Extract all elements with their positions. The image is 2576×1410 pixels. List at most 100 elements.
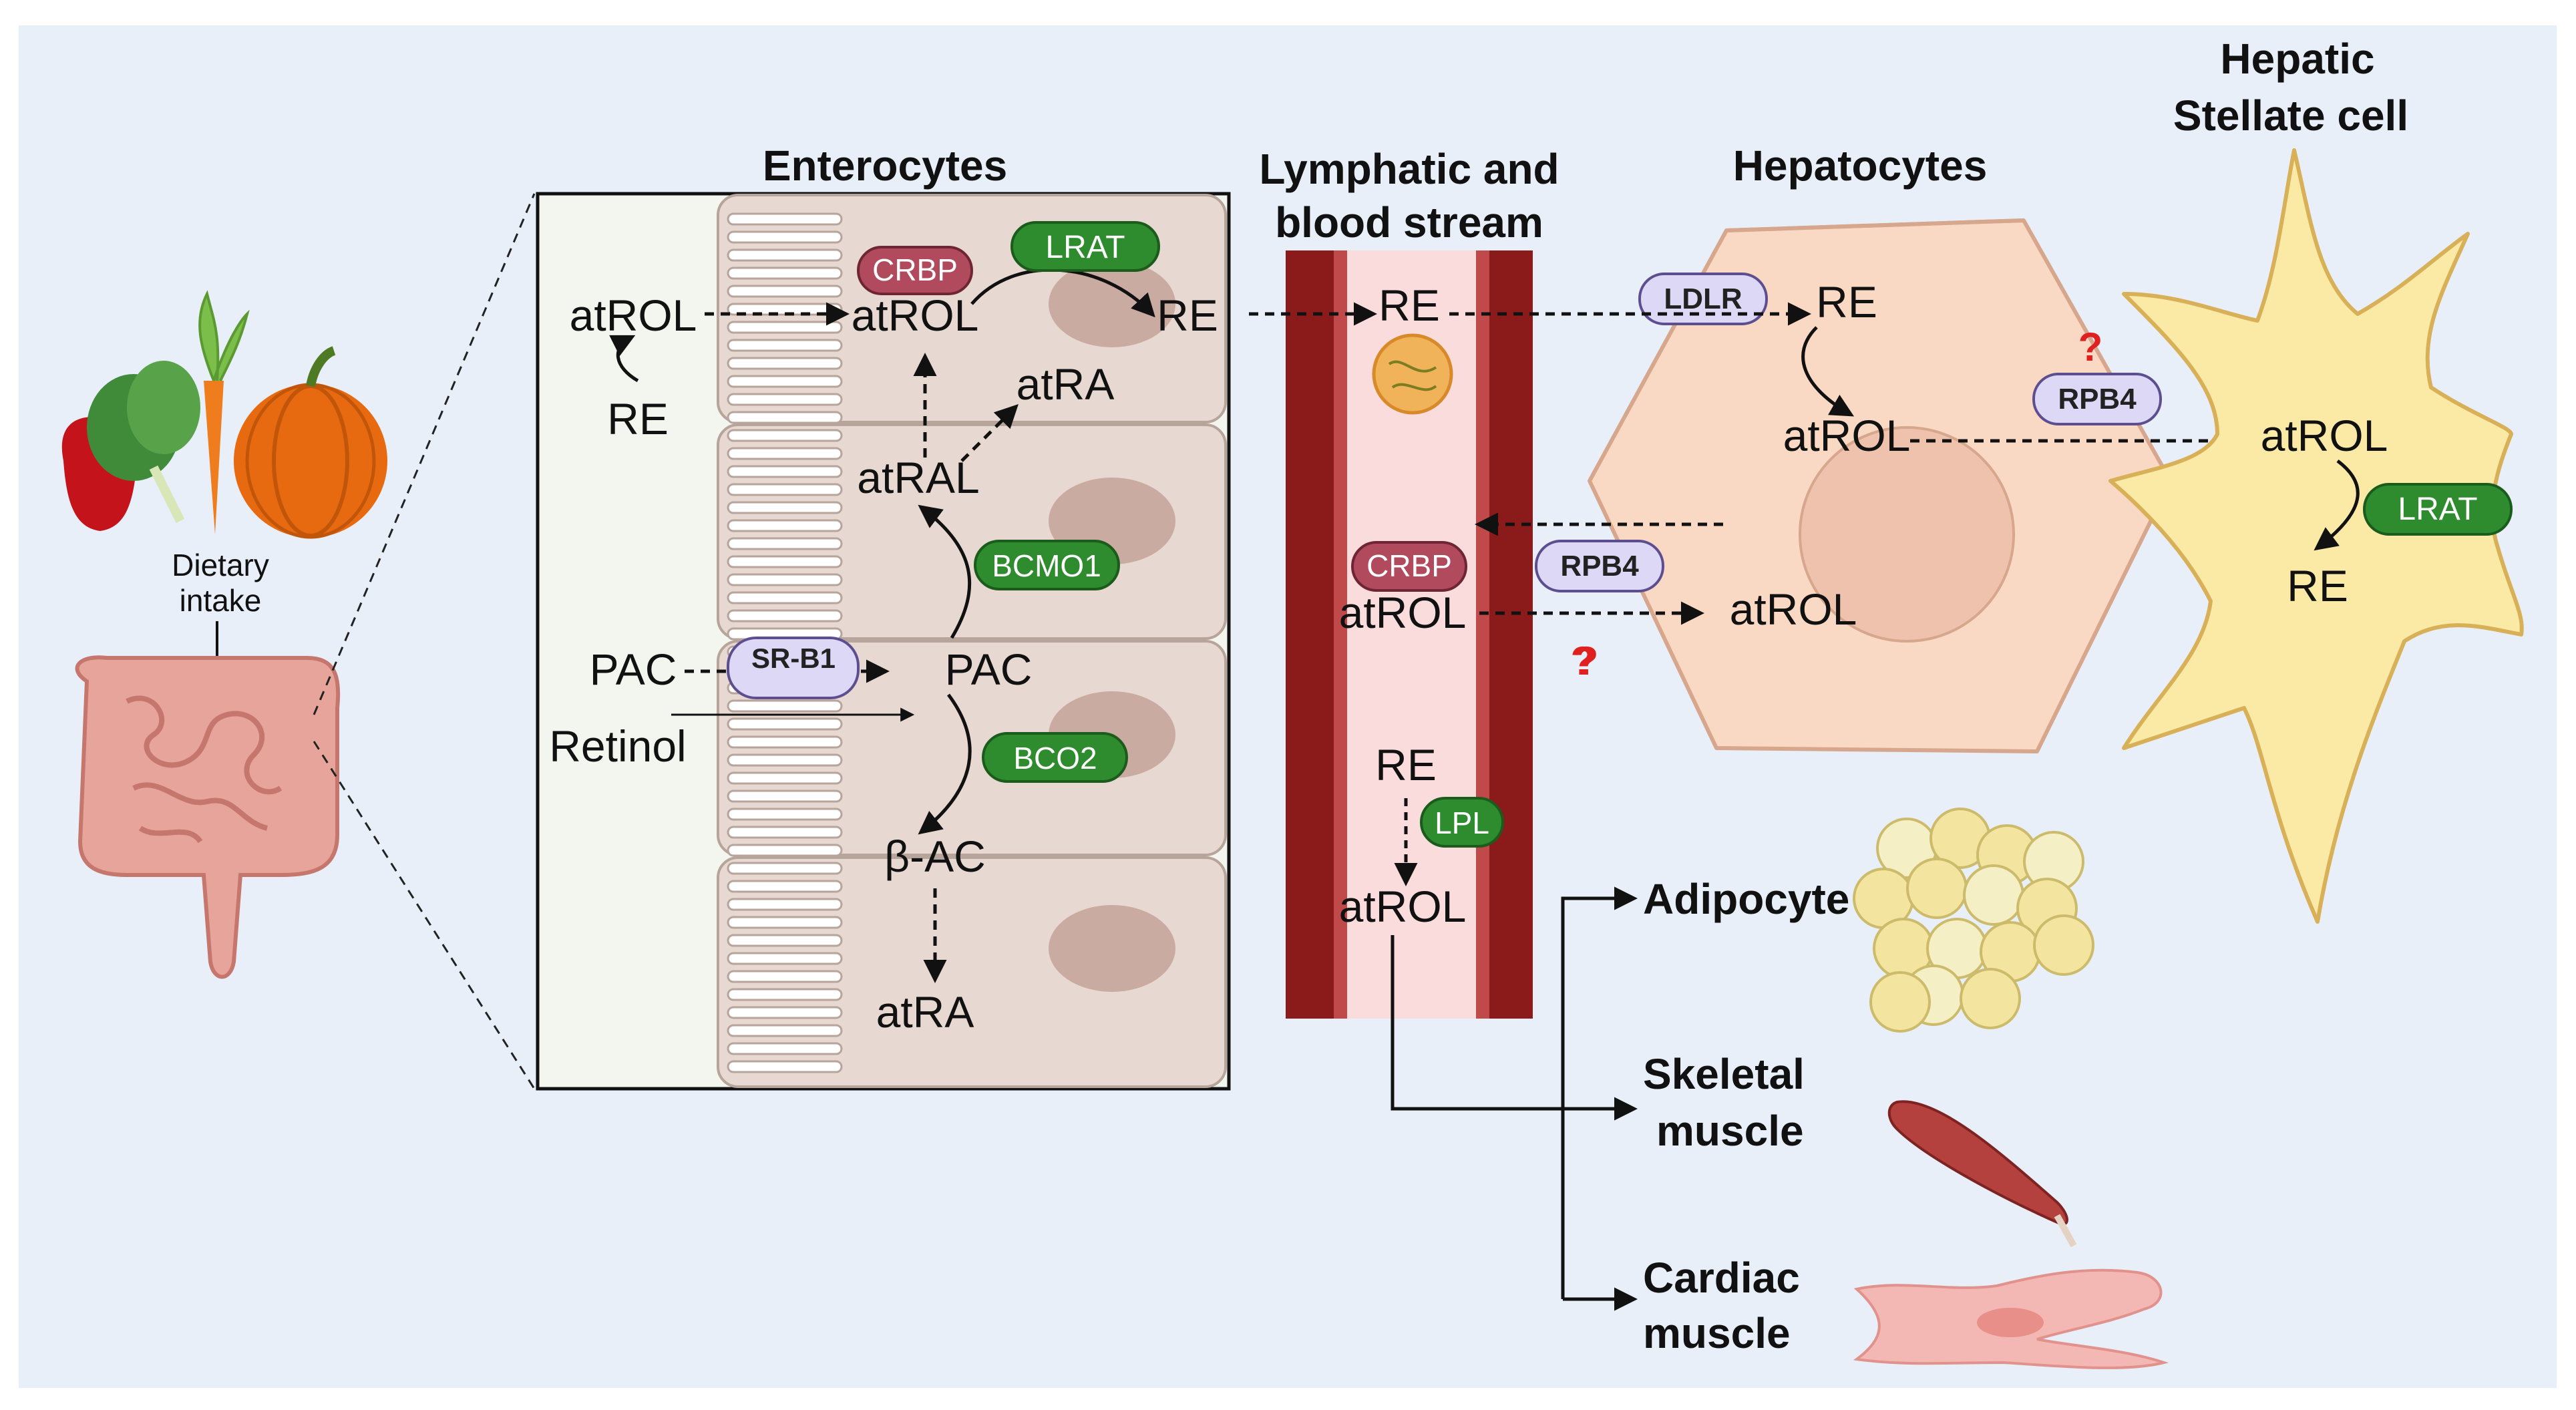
svg-text:RPB4: RPB4 <box>1560 550 1639 582</box>
microvillus <box>727 1060 843 1073</box>
microvillus <box>727 501 843 514</box>
retinol-label: Retinol <box>549 721 686 771</box>
question-mark-stellate: ? <box>2078 325 2103 369</box>
dietary-intake-group: Dietary intake <box>61 290 387 979</box>
microvillus <box>727 880 843 893</box>
lrat-badge-stellate: LRAT <box>2363 483 2513 536</box>
stream-atrol-bottom: atROL <box>1339 882 1467 931</box>
microvillus <box>727 934 843 947</box>
microvillus <box>727 753 843 767</box>
stellate-title-line2: Stellate cell <box>2173 92 2408 140</box>
microvillus <box>727 1042 843 1055</box>
microvillus <box>727 898 843 911</box>
microvillus <box>727 393 843 406</box>
bcmo1-badge: BCMO1 <box>974 540 1120 590</box>
chylomicron-icon <box>1372 333 1453 415</box>
microvillus <box>727 573 843 586</box>
svg-text:BCO2: BCO2 <box>1013 741 1097 775</box>
microvillus <box>727 591 843 604</box>
carrot-icon <box>198 290 250 534</box>
intake-label: intake <box>180 583 262 618</box>
microvillus <box>727 212 843 226</box>
microvillus <box>727 988 843 1001</box>
microvillus <box>727 285 843 298</box>
microvillus <box>727 916 843 929</box>
crbp-badge: CRBP <box>857 246 973 295</box>
microvillus <box>727 465 843 478</box>
microvillus <box>727 699 843 713</box>
microvillus <box>727 537 843 550</box>
microvillus <box>727 1024 843 1037</box>
microvillus <box>727 609 843 623</box>
adipocyte-cluster-icon <box>1853 808 2094 1033</box>
skeletal-label-line1: Skeletal <box>1643 1050 1805 1098</box>
atrol-enterocyte: atROL <box>852 291 979 340</box>
stream-re-top: RE <box>1378 281 1440 330</box>
stellate-re: RE <box>2287 561 2348 610</box>
stellate-atrol: atROL <box>2261 411 2388 460</box>
bco2-badge: BCO2 <box>982 732 1128 783</box>
adipocyte-droplet <box>1963 864 2024 926</box>
microvillus <box>727 447 843 460</box>
question-mark-stream: ? <box>1571 639 1596 683</box>
microvillus <box>727 735 843 749</box>
adipocyte-label: Adipocyte <box>1643 875 1849 923</box>
cardiac-label-line1: Cardiac <box>1643 1254 1800 1302</box>
atrol-lumen: atROL <box>570 291 697 340</box>
sr-b1-badge: SR-B1 <box>727 637 860 699</box>
zoom-line-bottom <box>313 741 536 1089</box>
microvillus <box>727 862 843 875</box>
ldlr-badge: LDLR <box>1638 273 1768 325</box>
svg-text:LRAT: LRAT <box>1045 230 1125 265</box>
svg-text:BCMO1: BCMO1 <box>992 548 1101 583</box>
zoom-line-top <box>313 193 536 715</box>
svg-text:SR-B1: SR-B1 <box>751 643 836 674</box>
lpl-badge: LPL <box>1420 797 1504 848</box>
stellate-title-line1: Hepatic <box>2220 35 2374 83</box>
adipocyte-droplet <box>2033 914 2094 976</box>
microvillus <box>727 844 843 857</box>
enterocytes-title: Enterocytes <box>763 142 1007 190</box>
cardiac-label-line2: muscle <box>1643 1309 1791 1357</box>
microvillus <box>727 267 843 280</box>
skeletal-label-line2: muscle <box>1656 1107 1804 1155</box>
beta-ac: β-AC <box>884 832 986 881</box>
pac-enterocyte: PAC <box>945 645 1033 694</box>
crbp-badge-stream: CRBP <box>1351 541 1467 592</box>
microvillus <box>727 429 843 442</box>
skeletal-muscle-icon <box>1887 1100 2077 1248</box>
lymphatic-title-line1: Lymphatic and <box>1259 145 1559 193</box>
microvillus <box>727 230 843 244</box>
hepatocyte-cell <box>1588 218 2173 753</box>
pac-lumen: PAC <box>590 645 677 694</box>
microvillus <box>727 411 843 424</box>
adipocyte-droplet <box>1906 858 1968 919</box>
svg-text:LDLR: LDLR <box>1664 283 1742 315</box>
svg-text:CRBP: CRBP <box>872 252 958 287</box>
microvillus <box>727 1006 843 1019</box>
microvillus <box>727 808 843 821</box>
dietary-label: Dietary <box>172 548 269 582</box>
atral: atRAL <box>857 453 979 502</box>
microvillus <box>727 321 843 334</box>
microvillus <box>727 483 843 496</box>
hepatocyte-atrol-uptake: atROL <box>1730 584 1857 634</box>
hepatocyte-atrol: atROL <box>1783 411 1911 460</box>
lrat-badge-enterocyte: LRAT <box>1010 221 1160 272</box>
svg-text:LRAT: LRAT <box>2398 492 2477 527</box>
arrow-re-to-atrol-hepatocyte <box>1801 326 1855 417</box>
rpb4-badge-hepatocyte: RPB4 <box>1535 540 1664 592</box>
svg-text:LPL: LPL <box>1435 806 1489 840</box>
lymphatic-title-line2: blood stream <box>1275 198 1543 246</box>
svg-text:RPB4: RPB4 <box>2058 383 2137 415</box>
target-arrows <box>1391 886 1638 1311</box>
microvilli <box>727 212 843 1073</box>
hepatocytes-title: Hepatocytes <box>1733 142 1988 190</box>
hepatocyte-re: RE <box>1816 277 1877 327</box>
adipocyte-droplet <box>1960 968 2021 1029</box>
microvillus <box>727 519 843 532</box>
stream-re-bottom: RE <box>1375 740 1437 789</box>
microvillus <box>727 952 843 965</box>
